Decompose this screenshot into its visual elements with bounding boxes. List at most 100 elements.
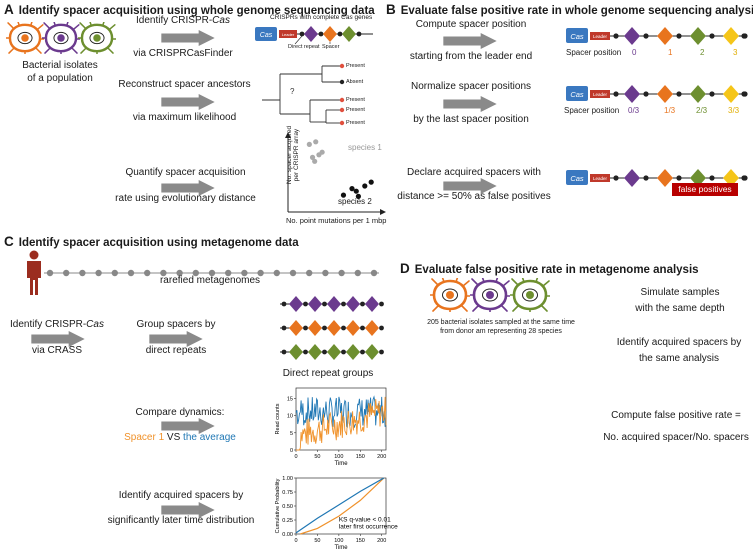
spacer-label: Spacer	[322, 44, 340, 50]
spacer-diamond	[327, 320, 341, 336]
species2-label: species 2	[338, 197, 372, 206]
repeat-dot	[613, 33, 619, 39]
x-tick-label: 150	[356, 538, 365, 544]
repeat-dot	[741, 91, 747, 97]
cas-label: Cas	[570, 32, 584, 41]
c-step3-arrow	[161, 418, 215, 434]
scatter-point	[340, 192, 347, 198]
metagenome-sample-dot	[354, 269, 361, 277]
d-step3-line1: Compute false positive rate =	[611, 410, 741, 421]
spacer-diamond	[723, 169, 739, 187]
spacer-diamond	[657, 27, 673, 45]
y-tick-label: 15	[287, 396, 293, 402]
isolates-label: Bacterial isolates of a population	[8, 59, 112, 85]
a-step1-italic: Cas	[212, 15, 230, 26]
scatter-point	[316, 152, 322, 158]
spacer-diamond	[723, 85, 739, 103]
a-step1-line1: Identify CRISPR-	[136, 15, 213, 26]
spacer-position-label-2: Spacer position	[564, 106, 620, 115]
direct-repeat-groups	[280, 296, 384, 360]
c-step3-line2: Spacer 1 VS the average	[124, 432, 236, 443]
repeat-dot	[676, 33, 682, 39]
d-step1-line1: Simulate samples	[640, 287, 720, 298]
x-tick-label: 50	[314, 454, 320, 460]
leader-label: Leader	[282, 32, 295, 37]
x-tick-label: 100	[334, 538, 343, 544]
metagenome-sample-dot	[338, 269, 345, 277]
crispr-array-diagram: Cas Leader	[255, 26, 373, 45]
pos-2: 2	[700, 48, 705, 57]
d-step3-line2: No. acquired spacer/No. spacers	[603, 432, 749, 443]
leader-box	[590, 32, 610, 40]
panel-b-title: Evaluate false positive rate in whole ge…	[400, 5, 753, 17]
y-tick-label: 0	[290, 448, 293, 454]
average-label: the average	[183, 432, 236, 443]
c-step4-line2: significantly later time distribution	[107, 515, 255, 526]
b-step1-arrow	[443, 33, 497, 49]
d-bacteria-icon	[430, 278, 550, 312]
rarefied-label: rarefied metagenomes	[159, 275, 261, 286]
metagenome-sample-dot	[46, 269, 54, 277]
y-axis-label: Read counts	[275, 403, 281, 434]
y-tick-label: 5	[290, 431, 293, 437]
metagenome-sample-dot	[63, 269, 70, 277]
spacer-diamond	[624, 27, 640, 45]
repeat-dot	[676, 91, 682, 97]
a-step2-line1: Reconstruct spacer ancestors	[118, 79, 251, 90]
y-tick-label: 0.75	[282, 490, 293, 496]
spacer-diamond	[289, 344, 303, 360]
metagenome-sample-dot	[257, 269, 264, 277]
b-step2-arrow	[443, 96, 497, 112]
metagenome-sample-dot	[192, 269, 199, 277]
x-tick-label: 50	[314, 538, 320, 544]
ks-qvalue-label: KS q-value < 0.01	[339, 517, 391, 524]
b-step2-line1: Normalize spacer positions	[410, 81, 532, 92]
repeat-dot	[741, 33, 747, 39]
y-tick-label: 0.50	[282, 504, 293, 510]
spacer-diamond	[624, 169, 640, 187]
repeat-dot	[613, 91, 619, 97]
metagenome-sample-dot	[176, 269, 183, 277]
spacer-diamond	[346, 296, 360, 312]
d-isolates-text: 205 bacterial isolates sampled at the sa…	[396, 318, 606, 336]
b-step1-line2: starting from the leader end	[409, 51, 533, 62]
panel-d-title: Evaluate false positive rate in metageno…	[414, 264, 699, 276]
leader-label: Leader	[593, 92, 608, 97]
cas-gene	[566, 28, 588, 43]
d-step2-line1: Identify acquired spacers by	[616, 337, 742, 348]
direct-repeat-label: Direct repeat	[288, 44, 320, 50]
spacer-diamond	[723, 27, 739, 45]
d-step2-line2: the same analysis	[638, 353, 720, 364]
b-step3-line1: Declare acquired spacers with	[407, 167, 541, 178]
spacer-position-label-1: Spacer position	[566, 48, 622, 57]
leader-label: Leader	[593, 34, 608, 39]
species1-label: species 1	[348, 143, 382, 152]
repeat-dot	[709, 175, 715, 181]
a-step3-line1: Quantify spacer acquisition	[125, 167, 246, 178]
scatter-point	[312, 158, 318, 164]
tree-label-4: Present	[346, 107, 365, 113]
metagenome-sample-dot	[95, 269, 102, 277]
spacer-diamond	[690, 169, 706, 187]
spacer1-series-line	[296, 396, 387, 451]
pos-0: 0	[632, 48, 637, 57]
x-tick-label: 150	[356, 454, 365, 460]
panel-a-letter: A	[4, 2, 14, 17]
spacer-diamond	[690, 85, 706, 103]
spacer-diamond	[365, 320, 379, 336]
metagenome-sample-dot	[306, 269, 313, 277]
y-tick-label: 1.00	[282, 476, 293, 482]
y-axis-label: Cumulative Probability	[275, 478, 281, 533]
c-step1-line1: Identify CRISPR-Cas	[10, 319, 104, 330]
a-step1-text: Identify CRISPR-Cas	[118, 14, 248, 27]
a-step1-arrow	[161, 30, 215, 46]
metagenome-sample-dot	[111, 269, 119, 277]
x-tick-label: 0	[294, 454, 297, 460]
scatter-plot	[285, 132, 386, 215]
c-step2-line1: Group spacers by	[136, 319, 216, 330]
spacer-diamond	[690, 27, 706, 45]
bacteria-isolates-icon	[6, 22, 116, 54]
a-step2-arrow	[161, 94, 215, 110]
repeat-dot	[709, 91, 715, 97]
